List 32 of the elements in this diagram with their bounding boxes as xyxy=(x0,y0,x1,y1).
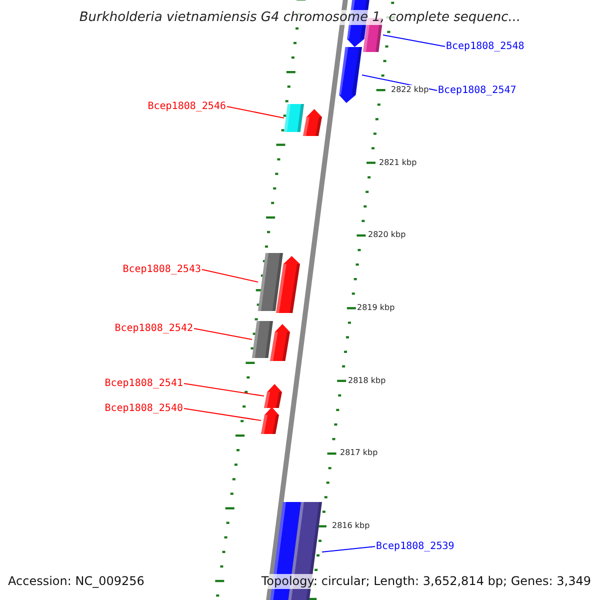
scale-label: 2819 kbp xyxy=(357,303,395,313)
gene-block xyxy=(264,384,282,408)
gene-block xyxy=(270,324,290,361)
scale-label: 2817 kbp xyxy=(340,448,378,458)
leader-line xyxy=(202,269,258,282)
gene-block xyxy=(284,104,304,132)
gene-label: Bcep1808_2541 xyxy=(104,377,183,390)
gene-block xyxy=(252,321,273,358)
gene-label: Bcep1808_2540 xyxy=(104,402,183,415)
gene-block xyxy=(303,109,322,136)
gene-label: Bcep1808_2546 xyxy=(148,100,226,113)
leader-line xyxy=(226,106,284,118)
leader-line xyxy=(184,383,264,396)
leader-line xyxy=(184,408,262,421)
gene-block xyxy=(338,47,362,103)
gene-label: Bcep1808_2548 xyxy=(446,40,524,53)
leader-line xyxy=(382,34,446,47)
gene-block xyxy=(258,253,283,311)
gene-block xyxy=(276,256,300,313)
scale-label: 2816 kbp xyxy=(332,521,370,531)
scale-label: 2818 kbp xyxy=(348,376,386,386)
gene-block xyxy=(261,407,279,434)
info-text: Accession: NC_009256 xyxy=(8,574,144,589)
scale-label: 2820 kbp xyxy=(368,230,406,240)
scale-label: 2821 kbp xyxy=(379,158,417,168)
gene-label: Bcep1808_2543 xyxy=(122,263,201,276)
gene-label: Bcep1808_2542 xyxy=(114,322,193,335)
leader-line xyxy=(322,546,376,552)
scale-label: 2822 kbp xyxy=(391,85,429,95)
leader-line xyxy=(194,328,252,340)
gene-label: Bcep1808_2547 xyxy=(438,84,516,97)
gene-label: Bcep1808_2539 xyxy=(376,540,454,553)
